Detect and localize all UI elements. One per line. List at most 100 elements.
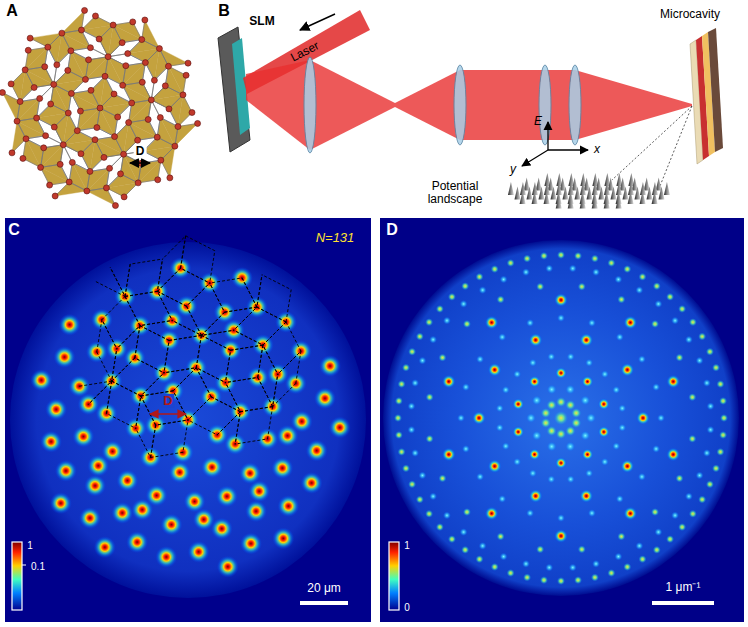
- lattice-site: [103, 185, 109, 191]
- fourier-spot: [485, 316, 499, 330]
- fourier-spot: [507, 259, 515, 267]
- tiling-overlay: [96, 267, 125, 296]
- fourier-spot: [496, 404, 504, 412]
- rhomb-half: [85, 57, 108, 80]
- potential-spike: [592, 196, 598, 209]
- condensate-spot: [53, 346, 75, 368]
- fourier-spot: [461, 546, 469, 554]
- lattice-site: [48, 101, 54, 107]
- fourier-spot: [591, 255, 599, 263]
- fourier-spot: [639, 273, 647, 281]
- fourier-spot: [532, 431, 542, 441]
- fourier-spot: [512, 426, 524, 438]
- condensate-spot: [277, 495, 299, 517]
- fourier-spot: [678, 523, 686, 531]
- rhomb-half: [17, 98, 40, 121]
- fourier-spot: [476, 355, 484, 363]
- fourier-spot: [676, 474, 684, 482]
- fourier-spot: [703, 449, 711, 457]
- fourier-spot: [395, 397, 403, 405]
- lens: [539, 65, 551, 145]
- tiling-overlay: [196, 368, 225, 397]
- lattice-site: [60, 142, 66, 148]
- tiling-overlay: [187, 283, 210, 335]
- fourier-spot: [607, 569, 615, 577]
- fourier-spot: [461, 282, 469, 290]
- lattice-site: [119, 40, 125, 46]
- fourier-spot: [579, 489, 593, 503]
- fourier-spot: [557, 314, 565, 322]
- rhomb-edge: [77, 108, 100, 131]
- fourier-spot: [429, 336, 437, 344]
- fourier-spot: [676, 354, 684, 362]
- potential-spike: [584, 178, 590, 191]
- fourier-spot: [571, 418, 581, 428]
- rhomb-half: [175, 123, 198, 146]
- lattice-site: [52, 193, 58, 199]
- lattice-site: [65, 110, 71, 116]
- fourier-spot: [500, 275, 508, 283]
- potential-spike: [616, 196, 622, 209]
- fourier-spot: [591, 573, 599, 581]
- fourier-spot: [666, 535, 674, 543]
- lattice-site: [139, 37, 145, 43]
- lattice-site: [105, 54, 111, 60]
- fourier-spot: [485, 506, 499, 520]
- fourier-spot: [416, 496, 424, 504]
- lattice-site: [130, 19, 136, 25]
- rhomb-edge: [123, 82, 152, 100]
- lattice-site: [78, 27, 84, 33]
- lattice-site: [121, 194, 127, 200]
- fourier-spot: [398, 380, 406, 388]
- fourier-spot: [547, 353, 555, 361]
- potential-spike: [568, 196, 574, 209]
- tiling-overlay: [151, 420, 188, 457]
- fourier-spot: [698, 333, 706, 341]
- lattice-site: [123, 63, 129, 69]
- fourier-spot: [491, 563, 499, 571]
- potential-spike: [604, 196, 610, 209]
- potential-spike: [586, 187, 592, 200]
- rhomb-edge: [62, 10, 85, 33]
- condensate-spot: [217, 556, 239, 578]
- lattice-site: [82, 7, 88, 13]
- fourier-spot: [529, 359, 537, 367]
- fourier-spot: [529, 333, 543, 347]
- beam: [310, 60, 395, 150]
- lattice-site: [142, 60, 148, 66]
- tiling-overlay: [273, 374, 296, 406]
- tiling-overlay: [163, 236, 186, 268]
- tiling-overlay: [225, 307, 257, 330]
- fourier-spot: [614, 553, 622, 561]
- fourier-spot: [541, 418, 551, 428]
- potential-spike: [646, 187, 652, 200]
- fourier-spot: [523, 573, 531, 581]
- condensate-spot: [55, 460, 77, 482]
- fourier-spot: [671, 317, 679, 325]
- lattice-site: [37, 95, 43, 101]
- rhomb-edge: [41, 145, 64, 168]
- fourier-spot: [479, 542, 487, 550]
- fourier-spot: [507, 569, 515, 577]
- fourier-spot: [638, 355, 646, 363]
- scale-bar: [652, 601, 714, 605]
- fourier-spot: [529, 489, 543, 503]
- fourier-spot: [588, 319, 596, 327]
- fourier-spot: [666, 293, 674, 301]
- fourier-spot: [497, 533, 505, 541]
- tiling-overlay: [188, 412, 240, 435]
- lattice-site: [92, 137, 98, 143]
- fourier-spot: [547, 442, 557, 452]
- fourier-spot: [529, 469, 537, 477]
- condensate-spot: [201, 456, 223, 478]
- fourier-spot: [547, 400, 557, 410]
- tiling-overlay: [188, 368, 211, 420]
- component-label: Potential landscape: [415, 180, 495, 206]
- fourier-spot: [448, 535, 456, 543]
- fourier-spot: [635, 542, 643, 550]
- rhomb-edge: [113, 22, 142, 40]
- fourier-spot: [502, 442, 510, 450]
- tiling-overlay: [263, 322, 286, 374]
- fourier-spot: [671, 511, 679, 519]
- lattice-site: [77, 108, 83, 114]
